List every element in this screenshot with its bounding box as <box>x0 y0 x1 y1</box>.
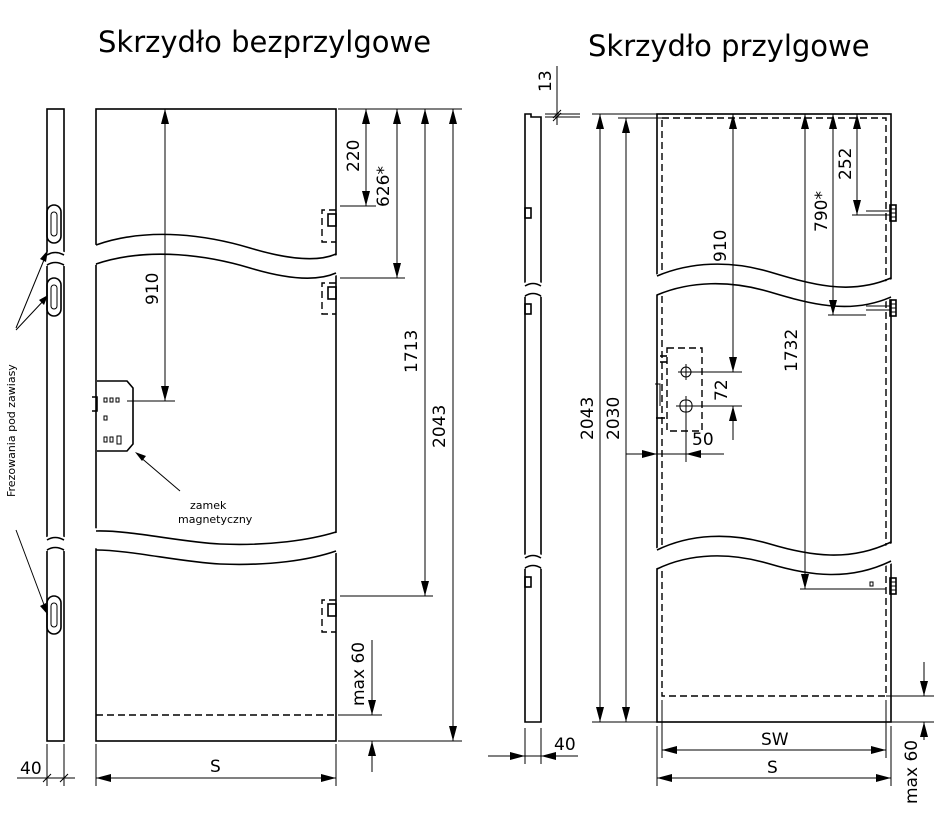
lock-label-line1: zamek <box>190 499 227 512</box>
magnetic-lock <box>92 380 134 452</box>
dim-right-790-label: 790* <box>812 191 832 232</box>
dim-right-2043: 2043 <box>578 114 657 723</box>
dim-left-2043: 2043 <box>338 109 462 742</box>
dim-left-910: 910 <box>127 109 175 402</box>
dim-right-252-label: 252 <box>836 148 856 180</box>
hinge-pin <box>866 299 897 317</box>
dim-right-13-label: 13 <box>536 70 556 92</box>
dim-right-2043-label: 2043 <box>578 397 598 440</box>
dim-left-220: 220 <box>340 109 376 207</box>
dim-left-1713-label: 1713 <box>402 330 422 373</box>
hinge-marker <box>321 209 337 243</box>
hinge-slot <box>46 204 62 244</box>
hinge-pin <box>869 577 897 595</box>
dim-right-thickness: 40 <box>554 735 576 755</box>
dim-left-626: 626* <box>340 109 405 279</box>
hinge-marker <box>321 282 337 315</box>
hinge-marker <box>321 599 337 633</box>
dim-right-252: 252 <box>836 114 866 216</box>
hinge-routing-label: Frezowania pod zawiasy <box>5 364 18 497</box>
dim-right-910-label: 910 <box>711 230 731 262</box>
dim-right-50-label: 50 <box>692 430 714 450</box>
dim-left-thickness: 40 <box>20 759 42 779</box>
title-flush-door: Skrzydło bezprzylgowe <box>98 25 431 59</box>
dim-right-sw: SW <box>661 700 887 758</box>
dim-right-72: 72 <box>694 338 742 440</box>
dim-right-2030-label: 2030 <box>604 397 624 440</box>
dim-right-s: S <box>656 726 892 786</box>
hinge-slot <box>46 277 62 317</box>
left-door-front: zamek magnetyczny <box>92 108 340 742</box>
dim-right-2030: 2030 <box>604 118 630 722</box>
dim-right-s-label: S <box>767 758 778 778</box>
right-edge-view: 13 40 <box>488 66 580 764</box>
dim-right-1732-label: 1732 <box>782 329 802 372</box>
hinge-slot <box>46 595 62 635</box>
dim-left-2043-label: 2043 <box>430 405 450 448</box>
dim-left-910-label: 910 <box>143 273 163 305</box>
dim-left-1713: 1713 <box>340 109 433 597</box>
left-edge-view: Frezowania pod zawiasy 40 <box>5 108 75 786</box>
dim-right-max60: max 60 <box>886 662 934 804</box>
dim-left-max60-label: max 60 <box>349 642 369 706</box>
dim-right-790: 790* <box>812 114 866 316</box>
dim-right-50: 50 <box>626 406 724 462</box>
hinge-pin <box>866 204 897 222</box>
dim-right-1732: 1732 <box>782 114 886 590</box>
lock-label-line2: magnetyczny <box>178 513 253 526</box>
dim-right-sw-label: SW <box>761 730 789 750</box>
dim-right-max60-label: max 60 <box>902 740 922 804</box>
dim-left-s-label: S <box>210 757 221 777</box>
dim-left-220-label: 220 <box>344 140 364 172</box>
title-rebated-door: Skrzydło przylgowe <box>588 29 870 63</box>
dim-right-72-label: 72 <box>712 379 732 401</box>
dim-left-s: S <box>95 744 337 786</box>
dim-left-626-label: 626* <box>374 166 394 207</box>
dim-right-910: 910 <box>694 114 742 373</box>
dim-left-max60: max 60 <box>338 640 382 772</box>
